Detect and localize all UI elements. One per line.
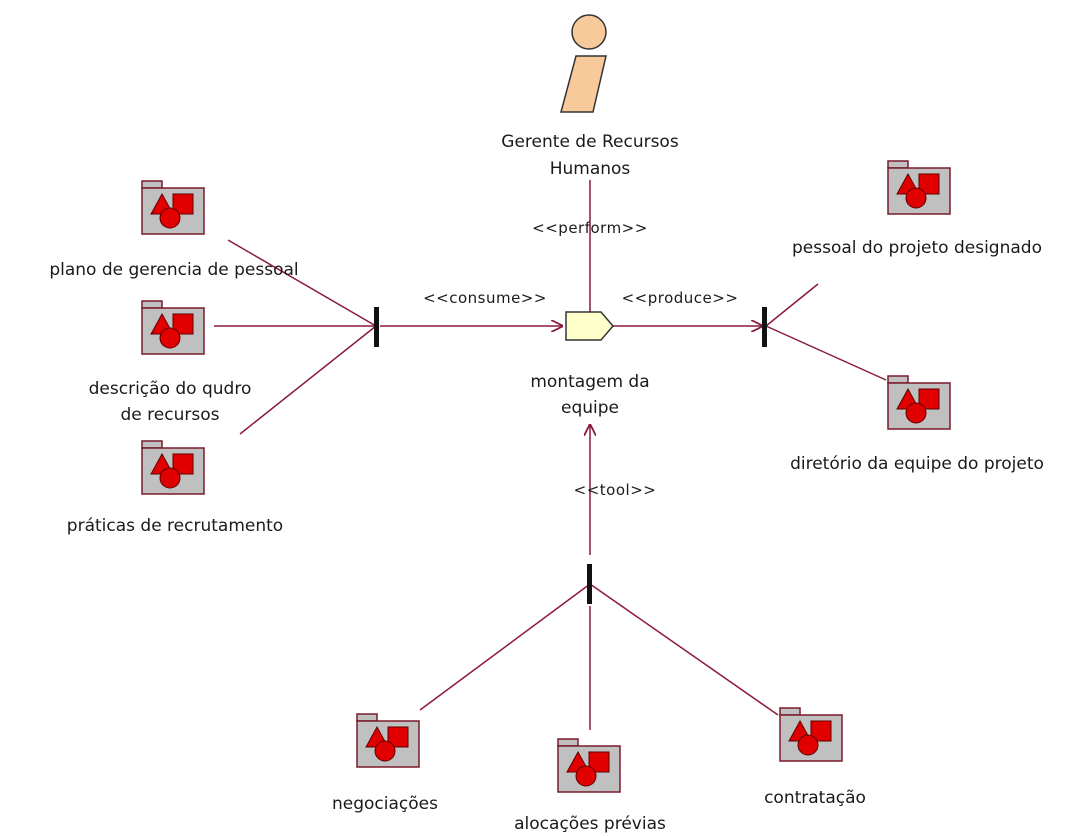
- input-label-descricao-line1: descrição do qudro: [88, 379, 252, 399]
- join-bar-inputs: [374, 307, 379, 347]
- fork-bar-outputs: [762, 307, 767, 347]
- tool-label-alocacoes: alocações prévias: [514, 814, 666, 834]
- stereotype-consume: <<consume>>: [423, 289, 547, 307]
- package-icon-pessoal[interactable]: [886, 160, 952, 216]
- edge-to-diretorio: [765, 325, 887, 381]
- activity-label-line2: equipe: [561, 398, 619, 418]
- edge-praticas-to-join: [239, 325, 377, 435]
- edge-plano-to-join: [227, 239, 377, 327]
- tool-label-negociacoes: negociações: [332, 794, 438, 814]
- package-icon-praticas[interactable]: [140, 440, 206, 496]
- package-icon-negociacoes[interactable]: [355, 713, 421, 769]
- stereotype-produce: <<produce>>: [621, 289, 739, 307]
- stereotype-perform: <<perform>>: [532, 219, 648, 237]
- package-icon-alocacoes[interactable]: [556, 738, 622, 794]
- output-label-pessoal: pessoal do projeto designado: [792, 238, 1042, 258]
- edge-contratacao: [589, 583, 779, 716]
- stereotype-tool: <<tool>>: [573, 481, 657, 499]
- tool-label-contratacao: contratação: [764, 788, 866, 808]
- connectors: [214, 180, 887, 730]
- actor-icon[interactable]: [560, 14, 607, 113]
- input-label-plano: plano de gerencia de pessoal: [49, 260, 299, 280]
- actor-label-line1: Gerente de Recursos: [501, 132, 679, 152]
- activity-label-line1: montagem da: [530, 372, 650, 392]
- input-label-descricao-line2: de recursos: [120, 405, 220, 425]
- edge-to-pessoal: [765, 283, 819, 327]
- package-icon-diretorio[interactable]: [886, 375, 952, 431]
- actor-label-line2: Humanos: [549, 159, 631, 179]
- package-icon-contratacao[interactable]: [778, 707, 844, 763]
- join-bar-tools: [587, 564, 592, 604]
- package-icon-descricao[interactable]: [140, 300, 206, 356]
- package-icon-plano[interactable]: [140, 180, 206, 236]
- input-label-praticas: práticas de recrutamento: [66, 516, 284, 536]
- output-label-diretorio: diretório da equipe do projeto: [790, 454, 1044, 474]
- activity-icon[interactable]: [565, 311, 614, 341]
- edge-negociacoes: [419, 583, 591, 711]
